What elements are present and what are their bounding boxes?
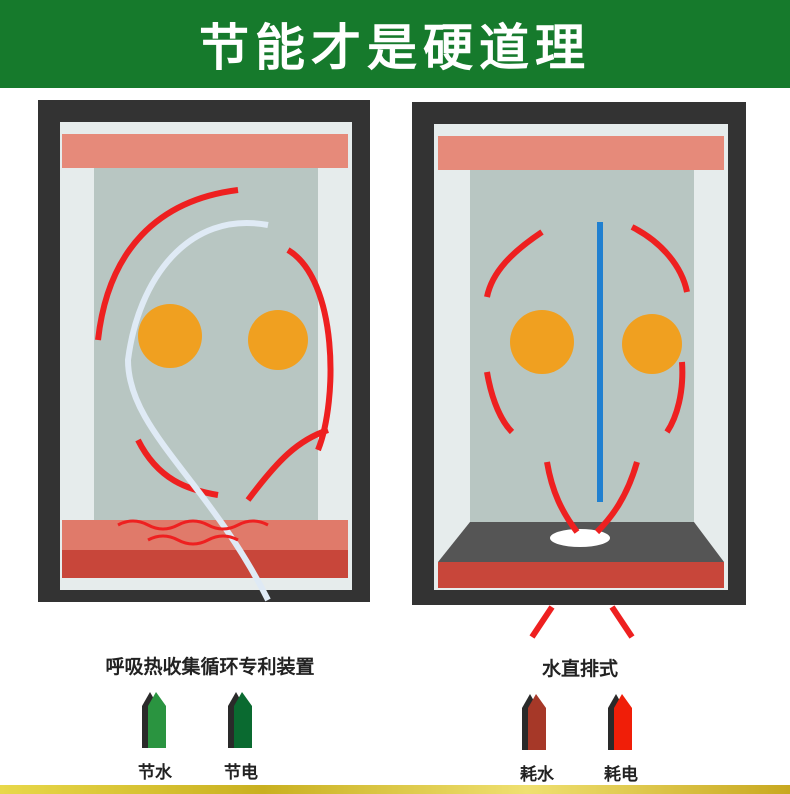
header-banner: 节能才是硬道理 — [0, 0, 790, 88]
consume-power-label: 耗电 — [604, 765, 638, 785]
left-cabinet-illustration — [38, 100, 370, 602]
circulation-arrows — [95, 187, 334, 502]
character-sad — [510, 310, 574, 374]
save-water-label: 节水 — [138, 763, 172, 783]
character-happy — [138, 304, 202, 368]
save-power-label: 节电 — [224, 763, 258, 783]
consume-water-label: 耗水 — [520, 765, 554, 785]
save-power-bar-icon — [228, 692, 252, 748]
footer-strip — [0, 785, 790, 794]
left-caption: 呼吸热收集循环专利装置 — [105, 656, 315, 678]
save-water-bar-icon — [142, 692, 166, 748]
character-sad-2 — [622, 314, 682, 374]
character-happy-2 — [248, 310, 308, 370]
right-caption: 水直排式 — [541, 658, 618, 680]
right-cabinet-illustration — [412, 102, 746, 639]
consume-power-bar-icon — [608, 694, 632, 750]
consume-water-bar-icon — [522, 694, 546, 750]
page-title: 节能才是硬道理 — [199, 19, 591, 77]
